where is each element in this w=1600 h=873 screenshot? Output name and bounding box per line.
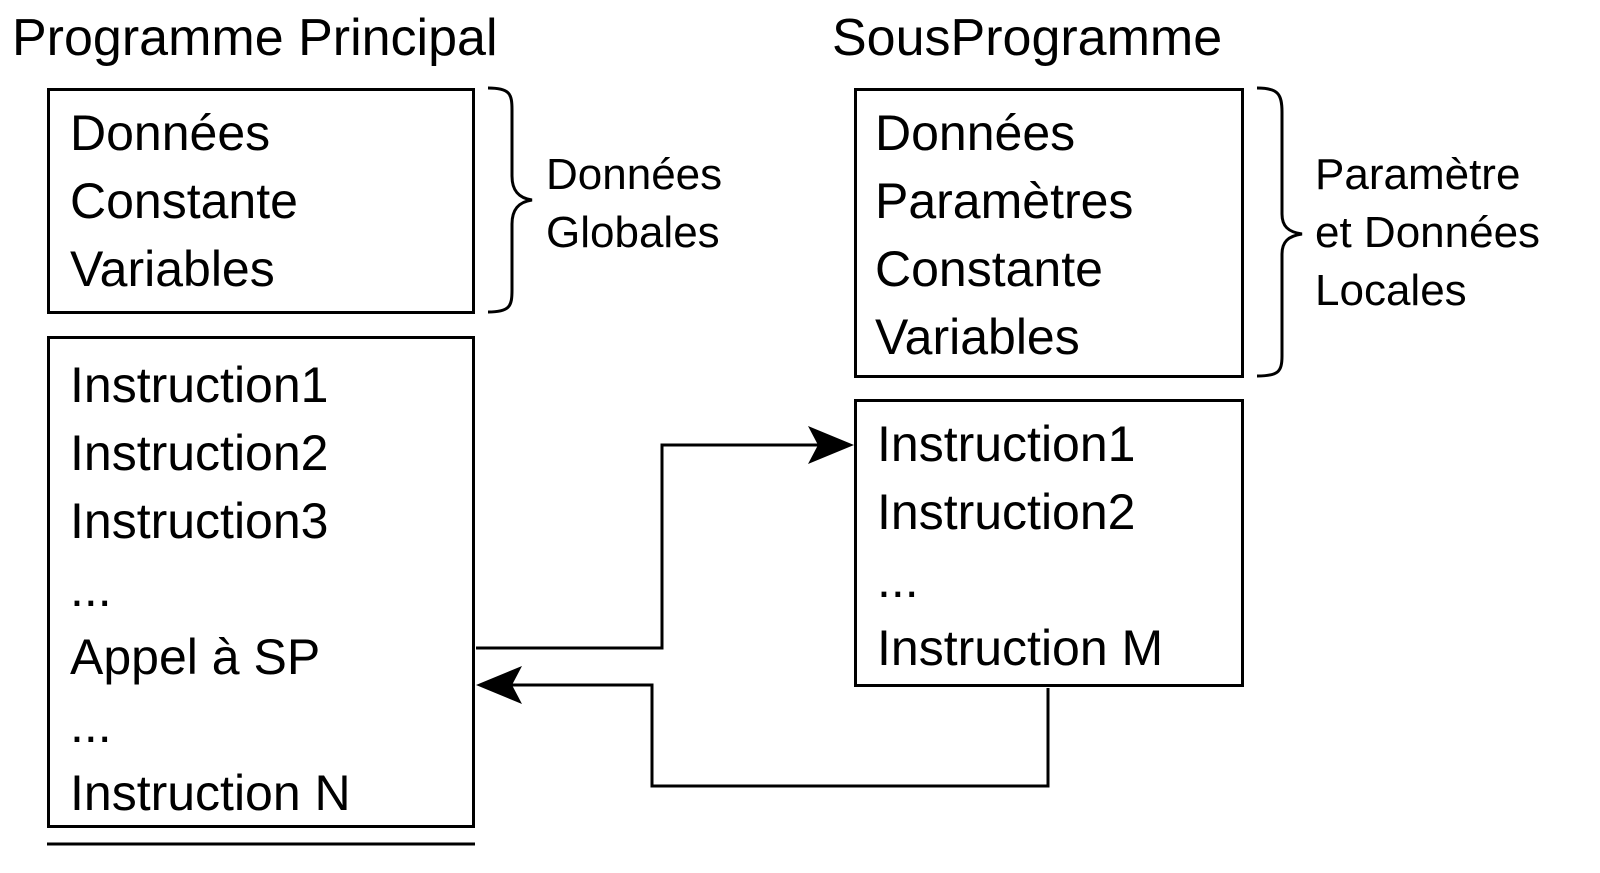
local-data-brace [1256,86,1303,378]
return-arrowhead-icon [476,666,522,704]
main-data-line: Données [70,105,271,161]
main-instruction-call-line: Appel à SP [70,629,321,685]
main-program-title: Programme Principal [12,9,498,67]
sub-data-line: Paramètres [875,173,1134,229]
sub-data-line: Variables [875,309,1080,365]
main-data-line: Constante [70,173,298,229]
global-data-brace [487,86,533,314]
sub-instruction-line: ... [877,552,919,608]
return-connector-line [512,683,1050,788]
main-instruction-line: Instruction3 [70,493,329,549]
main-instruction-line: Instruction2 [70,425,329,481]
main-instruction-line: Instruction N [70,765,351,821]
sub-instruction-line: Instruction1 [877,416,1136,472]
main-instruction-line: ... [70,697,112,753]
main-instructions-box: Instruction1 Instruction2 Instruction3 .… [47,336,475,828]
call-arrowhead-icon [808,426,854,464]
sub-data-box: Données Paramètres Constante Variables [854,88,1244,378]
call-connector-line [476,443,820,650]
main-instruction-line: ... [70,561,112,617]
local-data-label: Paramètre et Données Locales [1315,150,1541,315]
sub-instruction-line: Instruction2 [877,484,1136,540]
sub-data-line: Données [875,105,1076,161]
sub-program-title: SousProgramme [832,9,1223,67]
main-data-line: Variables [70,241,275,297]
sub-instruction-line: Instruction M [877,620,1164,676]
main-data-box: Données Constante Variables [47,88,475,314]
main-instruction-line: Instruction1 [70,357,329,413]
sub-instructions-box: Instruction1 Instruction2 ... Instructio… [854,399,1244,687]
global-data-label: Données Globales [546,150,723,257]
sub-data-line: Constante [875,241,1103,297]
